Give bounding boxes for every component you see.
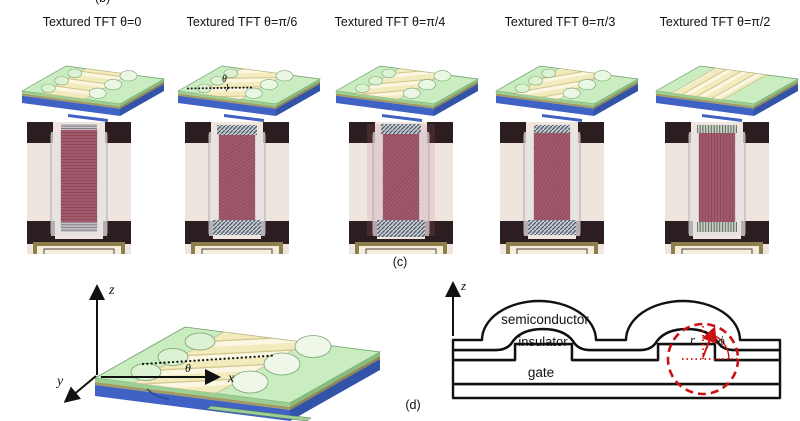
contact-pad-bottom: [213, 220, 261, 235]
phi-label: ϕ: [718, 333, 725, 348]
schematic-title-theta-pi6: Textured TFT θ=π/6: [186, 15, 298, 29]
contact-pad-bottom: [528, 220, 576, 235]
theta-label: θ: [185, 361, 191, 375]
gate-label: gate: [528, 365, 554, 380]
contact-pad-top: [217, 125, 257, 135]
theta-label: θ: [222, 74, 227, 85]
schematic-3d-theta-0: [20, 65, 166, 122]
panel-c-label: (c): [392, 255, 408, 269]
contact-pad-top: [381, 124, 421, 134]
insulator-label: insulator: [518, 334, 568, 349]
schematic-title-theta-pi2: Textured TFT θ=π/2: [659, 15, 771, 29]
substrate-layer: [451, 382, 782, 400]
schematic-3d-theta-pi3: [494, 65, 640, 122]
x-axis-label: x: [227, 371, 235, 386]
gate-tab: [206, 405, 312, 421]
textured-channel: [219, 135, 255, 220]
schematic-title-theta-pi4: Textured TFT θ=π/4: [334, 15, 446, 29]
contact-pad-bottom: [377, 220, 425, 237]
schematic-3d-axes: z y x θ: [55, 283, 382, 421]
ridge-bumps: [197, 68, 294, 99]
micrograph-theta-pi4: [349, 122, 453, 254]
ridge-bumps: [355, 68, 452, 99]
radius-arrow: [701, 326, 717, 358]
schematic-3d-theta-pi2: [654, 65, 800, 122]
contact-pad-top: [697, 125, 737, 133]
panel-b-label: (b): [95, 0, 110, 5]
micrograph-theta-pi3: [500, 122, 604, 254]
y-axis-label: y: [55, 374, 64, 389]
schematic-title-theta-pi3: Textured TFT θ=π/3: [504, 15, 616, 29]
theta-reference-line: [187, 86, 253, 90]
theta-angle-arrow: [225, 83, 229, 92]
semiconductor-layer: [451, 299, 782, 352]
panel-d-label: (d): [405, 398, 421, 412]
contact-pad-top: [534, 125, 570, 133]
radius-label: r: [690, 332, 696, 347]
micrograph-theta-pi6: [185, 122, 289, 254]
curvature-annotation: r ϕ: [666, 322, 740, 396]
y-axis: [63, 375, 97, 403]
ridge-bumps: [130, 332, 332, 394]
schematic-title-theta-0: Textured TFT θ=0: [42, 15, 142, 29]
contact-pad-top: [61, 124, 97, 130]
contact-pad-bottom: [61, 222, 97, 232]
ridge-bumps: [41, 68, 138, 99]
textured-channel: [699, 132, 735, 222]
micrograph-theta-pi2: [665, 122, 769, 254]
textured-channel: [383, 134, 419, 220]
ridge-bumps: [515, 68, 612, 99]
theta-reference-line: [141, 354, 277, 366]
z-axis-label: z: [460, 278, 466, 293]
z-axis-label: z: [108, 283, 115, 298]
cross-section-diagram: z semiconductor insulator gate r ϕ: [445, 278, 782, 400]
phi-angle-arc: [712, 334, 730, 360]
contact-pad-bottom: [697, 222, 737, 232]
semiconductor-label: semiconductor: [501, 312, 589, 327]
textured-channel: [534, 133, 570, 220]
schematic-3d-theta-pi4: [334, 65, 480, 122]
textured-channel: [61, 130, 97, 222]
schematic-3d-theta-pi6: θ: [176, 65, 322, 122]
micrograph-theta-0: [27, 122, 131, 254]
